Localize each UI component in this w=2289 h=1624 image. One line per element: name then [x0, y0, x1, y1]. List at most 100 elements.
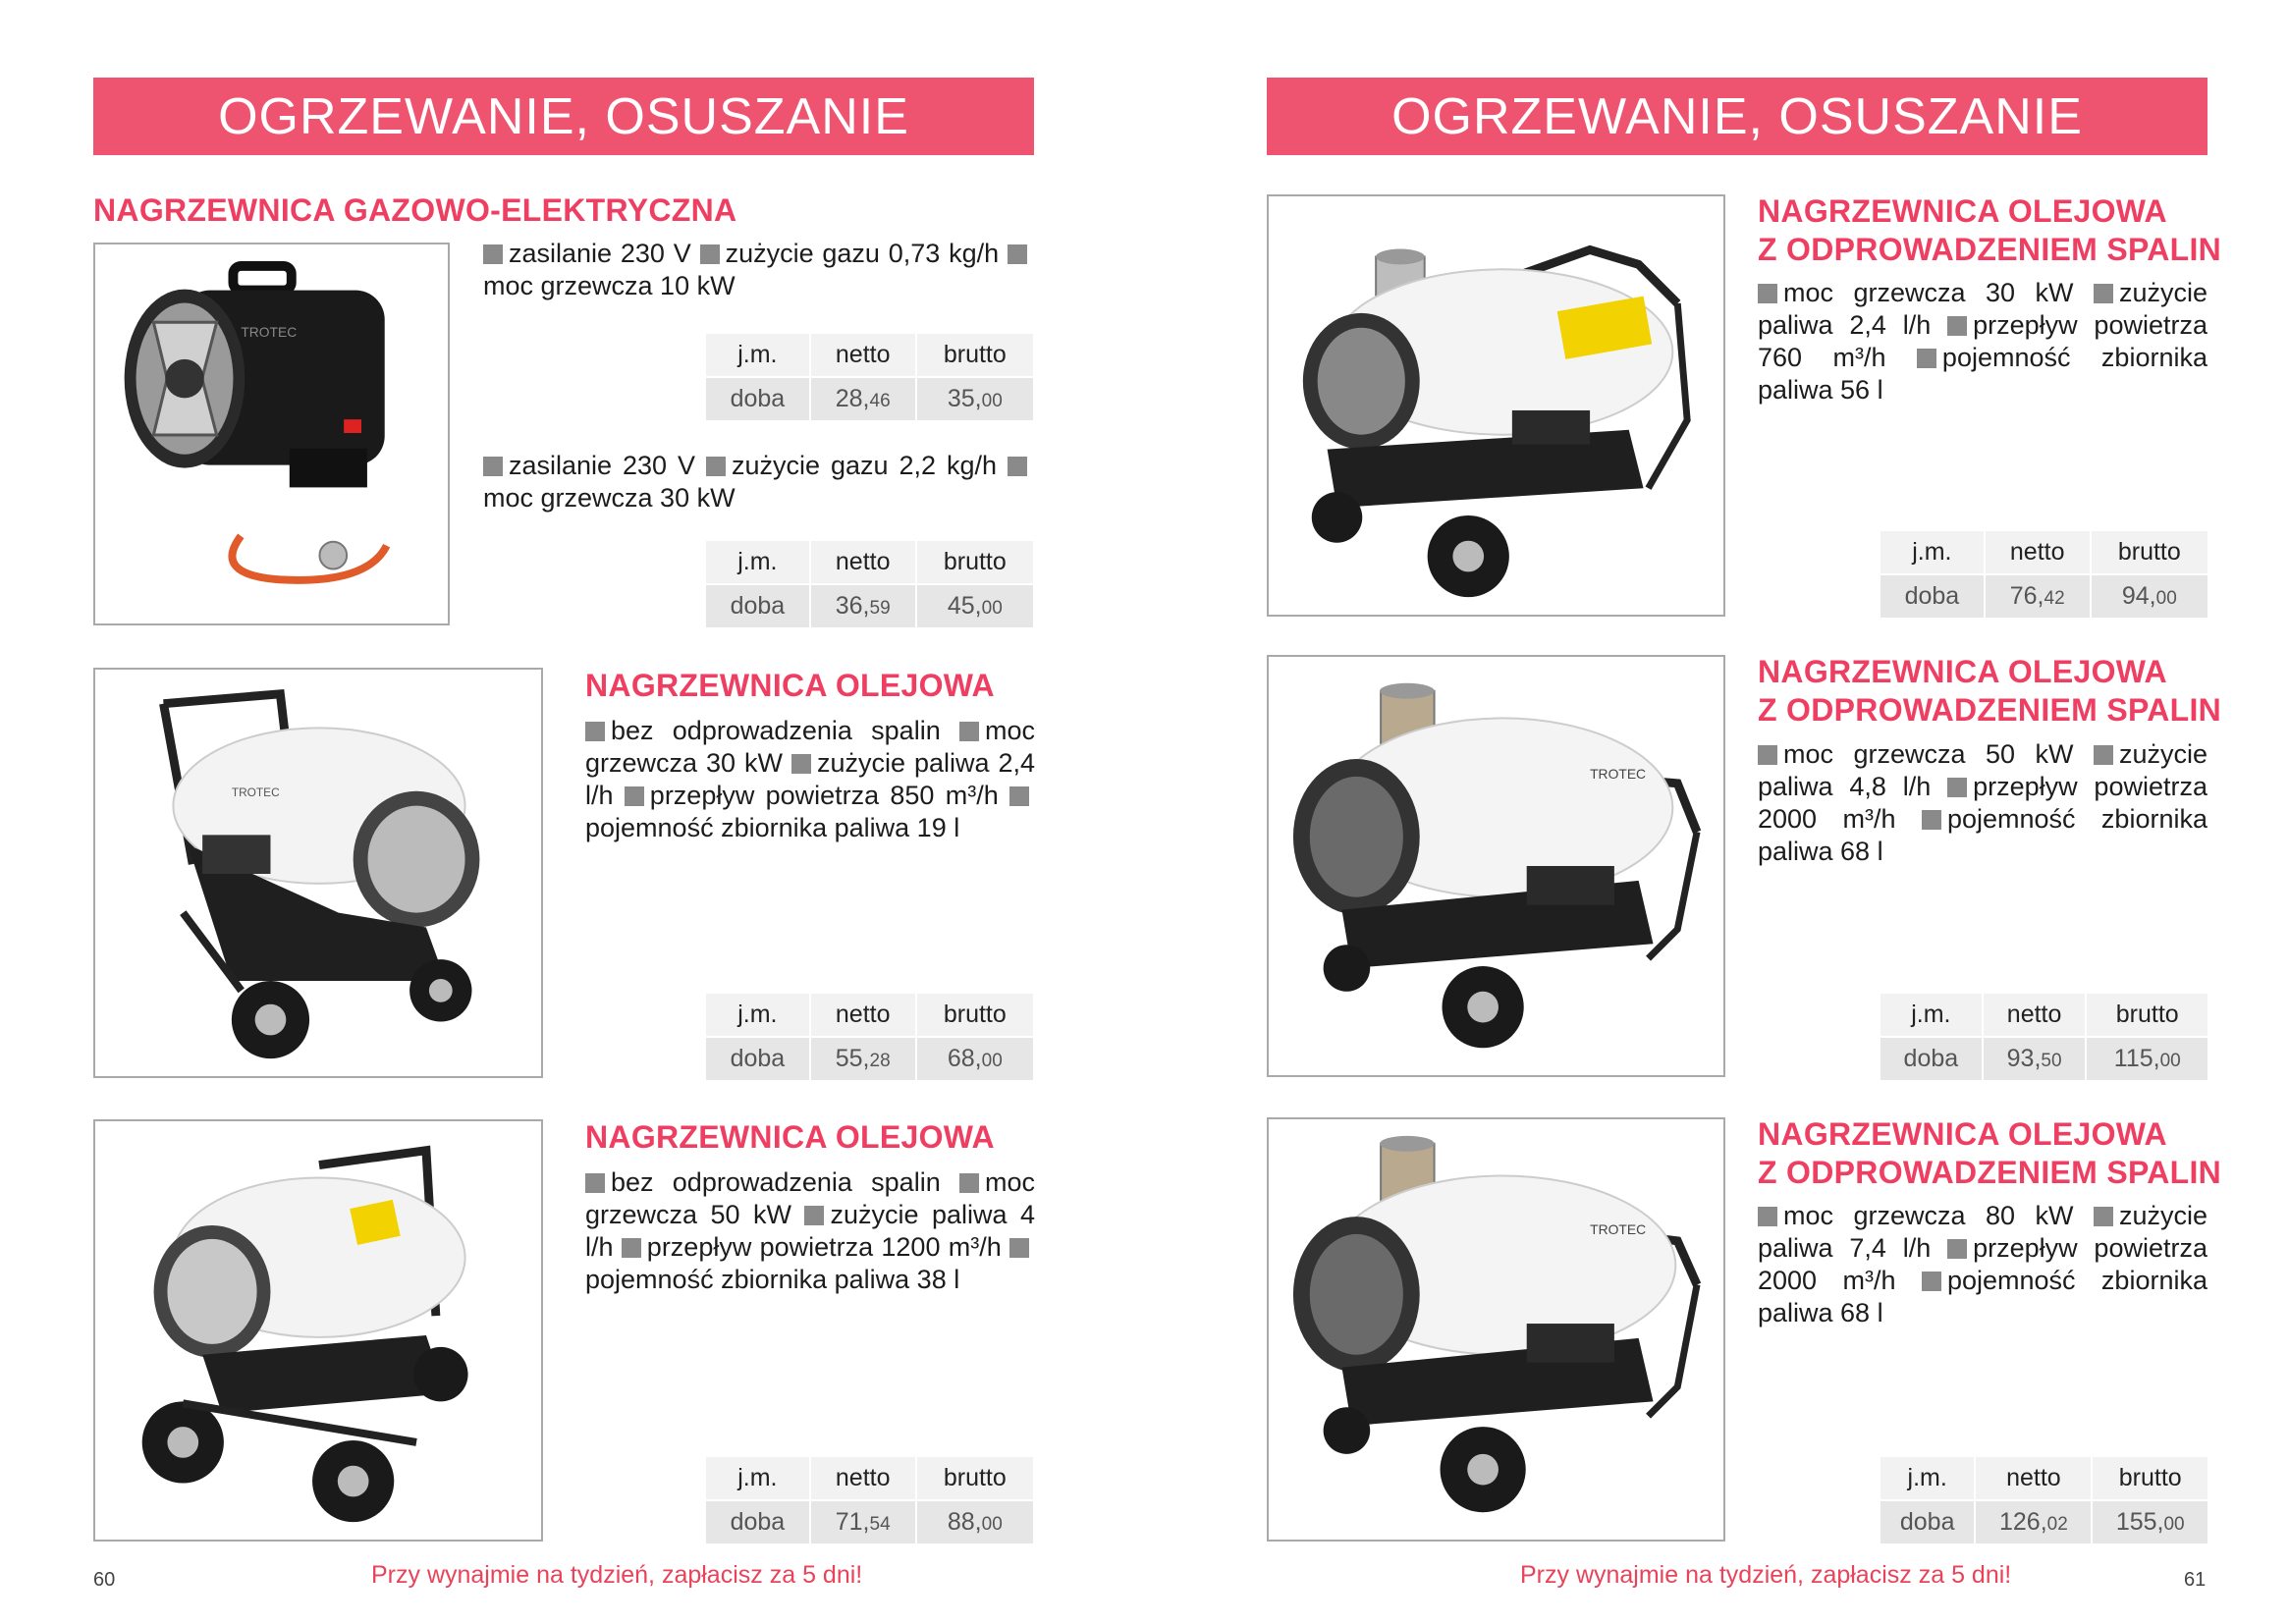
bullet-square-icon	[483, 244, 503, 264]
spec-item: pojemność zbiornika paliwa 68 l	[1758, 804, 2207, 866]
bullet-square-icon	[1008, 786, 1029, 806]
header-gross: brutto	[914, 334, 1033, 378]
spec-item: przepływ powietrza 850 m³/h	[649, 781, 999, 810]
section-banner-right: OGRZEWANIE, OSUSZANIE	[1267, 78, 2207, 155]
bullet-square-icon	[1947, 316, 1968, 336]
spec-list-gas-v2: zasilanie 230 V zużycie gazu 2,2 kg/h mo…	[483, 450, 1033, 514]
product-title-exhaust-heater-30: NAGRZEWNICA OLEJOWA Z ODPROWADZENIEM SPA…	[1758, 192, 2221, 269]
bullet-square-icon	[1008, 457, 1027, 476]
spec-item: moc grzewcza 30 kW	[585, 716, 1035, 778]
net-price-cell: 71,54	[808, 1500, 916, 1543]
bullet-square-icon	[1921, 810, 1941, 830]
bullet-square-icon	[621, 1238, 641, 1258]
bullet-square-icon	[2093, 745, 2113, 765]
header-unit: j.m.	[706, 1457, 810, 1501]
net-price-cell: 28,46	[808, 377, 916, 420]
spec-list-oil-heater-50: bez odprowadzenia spalin moc grzewcza 50…	[585, 1166, 1035, 1296]
footer-promo-right: Przy wynajmie na tydzień, zapłacisz za 5…	[1520, 1561, 2012, 1589]
exhaust-heater-illustration: TROTEC	[1292, 682, 1702, 1049]
title-line: Z ODPROWADZENIEM SPALIN	[1758, 1155, 2222, 1190]
net-price-cell: 36,59	[808, 584, 916, 627]
header-gross: brutto	[914, 541, 1033, 585]
brand-logo-exhaust80: TROTEC	[1590, 1221, 1646, 1237]
spec-item: zużycie paliwa 2,4 l/h	[585, 748, 1035, 810]
unit-cell: doba	[706, 584, 810, 627]
section-banner-left: OGRZEWANIE, OSUSZANIE	[93, 78, 1034, 155]
bullet-square-icon	[706, 457, 726, 476]
spec-item: moc grzewcza 30 kW	[483, 483, 736, 513]
spec-item: pojemność zbiornika paliwa 38 l	[585, 1265, 960, 1294]
price-table-oil-heater-30: j.m. netto brutto doba 55,28 68,00	[706, 994, 1033, 1080]
oil-heater-illustration: TROTEC	[159, 688, 480, 1059]
spec-item: przepływ powietrza 2000 m³/h	[1758, 772, 2207, 834]
exhaust-heater-illustration: TROTEC	[1292, 1135, 1702, 1513]
spec-list-oil-heater-30: bez odprowadzenia spalin moc grzewcza 30…	[585, 715, 1035, 844]
product-image-exhaust-heater-30	[1267, 194, 1725, 617]
header-gross: brutto	[2089, 531, 2207, 575]
gross-price-cell: 45,00	[914, 584, 1033, 627]
spec-item: zasilanie 230 V	[509, 451, 696, 480]
oil-heater-illustration	[141, 1145, 468, 1523]
spec-item: zużycie paliwa 4 l/h	[585, 1200, 1035, 1262]
brand-logo-oil30: TROTEC	[232, 785, 280, 799]
unit-cell: doba	[1880, 1037, 1983, 1080]
price-table-gas-v1: j.m. netto brutto doba 28,46 35,00	[706, 334, 1033, 420]
spec-item: moc grzewcza 10 kW	[483, 271, 736, 300]
header-net: netto	[1974, 1457, 2093, 1501]
spec-item: przepływ powietrza 760 m³/h	[1758, 310, 2207, 372]
price-table-exhaust-heater-30: j.m. netto brutto doba 76,42 94,00	[1880, 531, 2207, 618]
spec-item: moc grzewcza 50 kW	[1783, 739, 2074, 769]
bullet-square-icon	[1007, 244, 1027, 264]
product-title-oil-heater-30: NAGRZEWNICA OLEJOWA	[585, 668, 995, 703]
spec-item: zużycie paliwa 2,4 l/h	[1758, 278, 2207, 340]
product-title-oil-heater-50: NAGRZEWNICA OLEJOWA	[585, 1119, 995, 1155]
title-line: NAGRZEWNICA OLEJOWA	[1758, 193, 2167, 229]
spec-item: pojemność zbiornika paliwa 19 l	[585, 813, 960, 842]
net-price-cell: 93,50	[1981, 1037, 2087, 1080]
gross-price-cell: 35,00	[914, 377, 1033, 420]
product-image-oil-heater-50	[93, 1119, 543, 1542]
unit-cell: doba	[706, 377, 810, 420]
net-price-cell: 76,42	[1983, 574, 2091, 618]
bullet-square-icon	[585, 722, 605, 741]
bullet-square-icon	[1921, 1272, 1941, 1291]
exhaust-heater-illustration	[1302, 244, 1691, 598]
bullet-square-icon	[804, 1206, 825, 1225]
spec-item: moc grzewcza 50 kW	[585, 1167, 1035, 1229]
bullet-square-icon	[1758, 745, 1777, 765]
unit-cell: doba	[1880, 574, 1985, 618]
title-line: Z ODPROWADZENIEM SPALIN	[1758, 692, 2222, 728]
net-price-cell: 126,02	[1974, 1500, 2093, 1543]
spec-item: zużycie paliwa 4,8 l/h	[1758, 739, 2207, 801]
bullet-square-icon	[2093, 1207, 2113, 1226]
title-line: Z ODPROWADZENIEM SPALIN	[1758, 232, 2222, 267]
bullet-square-icon	[1947, 1239, 1968, 1259]
product-title-exhaust-heater-80: NAGRZEWNICA OLEJOWA Z ODPROWADZENIEM SPA…	[1758, 1115, 2221, 1192]
bullet-square-icon	[1008, 1238, 1029, 1258]
spec-list-gas-v1: zasilanie 230 V zużycie gazu 0,73 kg/h m…	[483, 238, 1033, 302]
header-unit: j.m.	[706, 994, 810, 1038]
gross-price-cell: 155,00	[2091, 1500, 2207, 1543]
product-title-gas-heater: NAGRZEWNICA GAZOWO-ELEKTRYCZNA	[93, 192, 737, 228]
bullet-square-icon	[624, 786, 644, 806]
header-net: netto	[808, 334, 916, 378]
header-net: netto	[808, 1457, 916, 1501]
bullet-square-icon	[699, 244, 720, 264]
spec-item: bez odprowadzenia spalin	[611, 716, 941, 745]
spec-list-exhaust-heater-30: moc grzewcza 30 kW zużycie paliwa 2,4 l/…	[1758, 277, 2207, 406]
bullet-square-icon	[958, 722, 979, 741]
page-number-right: 61	[2184, 1569, 2207, 1591]
product-image-exhaust-heater-80: TROTEC	[1267, 1117, 1725, 1542]
product-image-exhaust-heater-50: TROTEC	[1267, 655, 1725, 1077]
header-net: netto	[1983, 531, 2091, 575]
gas-heater-illustration: TROTEC	[95, 244, 448, 623]
unit-cell: doba	[706, 1037, 810, 1080]
spec-item: pojemność zbiornika paliwa 56 l	[1758, 343, 2207, 405]
header-unit: j.m.	[1880, 994, 1983, 1038]
bullet-square-icon	[1947, 778, 1968, 797]
header-unit: j.m.	[1880, 531, 1985, 575]
unit-cell: doba	[1880, 1500, 1976, 1543]
title-line: NAGRZEWNICA OLEJOWA	[1758, 1116, 2167, 1152]
bullet-square-icon	[1758, 1207, 1777, 1226]
spec-item: przepływ powietrza 2000 m³/h	[1758, 1233, 2207, 1295]
